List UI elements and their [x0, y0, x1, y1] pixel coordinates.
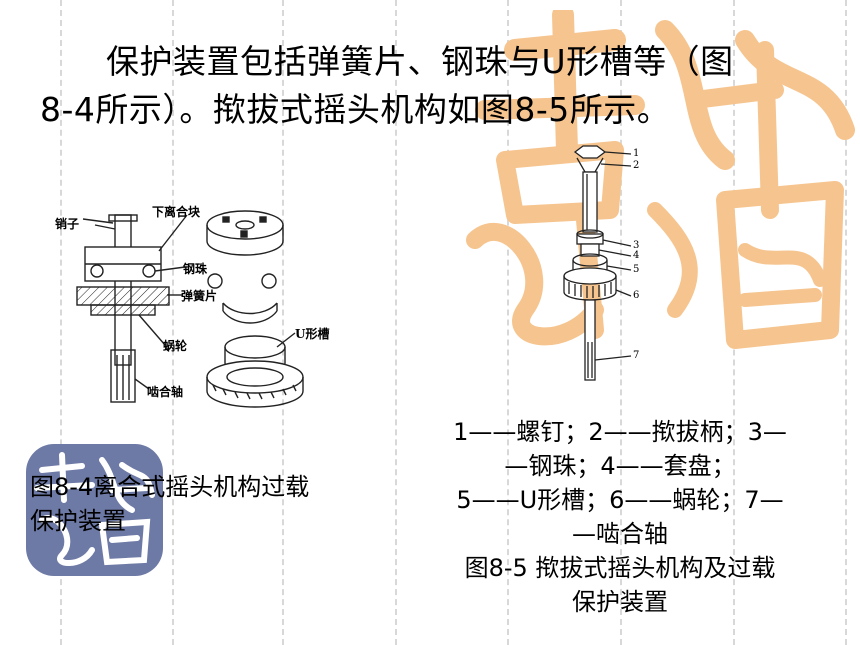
guide-line — [845, 0, 847, 645]
figure-8-5-caption: 图8-5 揿拔式摇头机构及过载 — [464, 554, 776, 582]
guide-line — [60, 0, 62, 645]
guide-line — [507, 0, 509, 645]
legend-line: 1——螺钉；2——揿拔柄；3— — [453, 418, 787, 446]
paragraph-line-2: 8-4所示）。揿拔式摇头机构如图8-5所示。 — [40, 90, 671, 129]
figure-8-5: 1 2 3 4 5 6 7 — [555, 142, 665, 392]
push-pull-drawing — [563, 145, 632, 381]
guide-line — [172, 0, 174, 645]
label-worm-wheel: 蜗轮 — [163, 339, 188, 353]
part-number-6: 6 — [633, 290, 640, 301]
guide-line — [620, 0, 622, 645]
figure-8-5-legend: 1——螺钉；2——揿拔柄；3— —钢珠；4——套盘； 5——U形槽；6——蜗轮；… — [420, 415, 820, 619]
label-spring-leaf: 弹簧片 — [181, 289, 218, 303]
part-number-5: 5 — [633, 264, 640, 275]
guide-line — [282, 0, 284, 645]
intro-paragraph: 保护装置包括弹簧片、钢珠与U形槽等（图 8-4所示）。揿拔式摇头机构如图8-5所… — [40, 38, 830, 134]
figure-8-4-caption: 图8-4离合式摇头机构过载保护装置 — [30, 473, 310, 535]
part-number-3: 3 — [633, 240, 640, 251]
label-pin: 销子 — [55, 217, 80, 231]
label-steel-ball: 钢珠 — [183, 262, 208, 276]
figure-8-4: 销子 下离合块 钢珠 弹簧片 蜗轮 U形槽 啮合轴 — [55, 195, 375, 415]
paragraph-line-1: 保护装置包括弹簧片、钢珠与U形槽等（图 — [106, 42, 734, 81]
legend-line: —钢珠；4——套盘； — [504, 452, 736, 480]
legend-line: —啮合轴 — [572, 520, 668, 548]
seal-stamp — [26, 444, 163, 576]
label-mesh-shaft: 啮合轴 — [147, 385, 184, 399]
part-number-2: 2 — [633, 160, 640, 171]
label-lower-clutch: 下离合块 — [152, 205, 201, 219]
legend-line: 5——U形槽；6——蜗轮；7— — [456, 486, 784, 514]
part-number-1: 1 — [633, 148, 640, 159]
part-number-4: 4 — [633, 250, 640, 261]
clutch-drawing — [76, 210, 304, 408]
label-u-groove: U形槽 — [295, 327, 330, 341]
part-number-7: 7 — [633, 350, 640, 361]
guide-line — [395, 0, 397, 645]
figure-8-5-caption: 保护装置 — [572, 588, 668, 616]
